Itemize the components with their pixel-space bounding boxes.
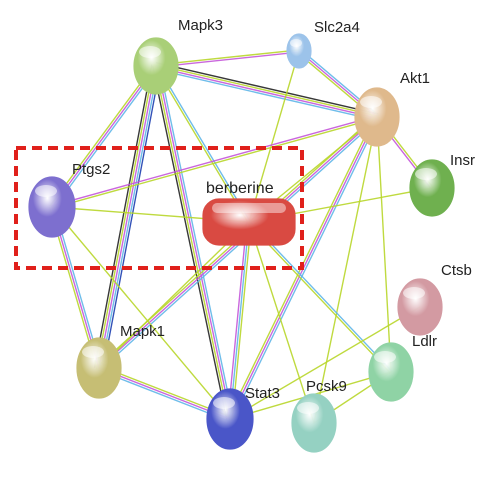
edge-line — [231, 221, 252, 420]
edge-mapk3-berberine — [154, 64, 251, 224]
highlight-box — [14, 146, 304, 270]
edge-mapk3-ptgs2 — [49, 63, 159, 210]
node-insr-sphere — [409, 159, 455, 217]
node-ptgs2-shine — [35, 185, 57, 197]
node-berberine-label: berberine — [206, 180, 274, 197]
node-akt1-shine — [360, 96, 382, 108]
edge-line — [102, 66, 162, 370]
edge-line — [96, 64, 155, 369]
node-mapk1[interactable]: Mapk1 — [76, 323, 165, 399]
edge-akt1-pcsk9 — [313, 116, 378, 424]
node-stat3-shine — [213, 397, 235, 409]
edge-line — [155, 51, 300, 68]
edge-line — [248, 50, 300, 223]
edge-line — [49, 63, 155, 207]
node-slc2a4-label: Slc2a4 — [314, 19, 360, 36]
edge-berberine-mapk1 — [98, 221, 250, 369]
node-ctsb[interactable]: Ctsb — [397, 262, 472, 336]
edge-line — [155, 64, 378, 117]
node-pcsk9[interactable]: Pcsk9 — [291, 378, 347, 453]
edge-line — [155, 62, 379, 115]
edge-mapk3-mapk1 — [93, 64, 162, 370]
node-akt1-sphere — [354, 87, 400, 147]
edge-line — [152, 65, 228, 421]
edge-line — [51, 115, 378, 207]
node-ldlr-label: Ldlr — [412, 333, 437, 350]
node-pcsk9-label: Pcsk9 — [306, 378, 347, 395]
edge-line — [51, 117, 378, 209]
edge-berberine-stat3 — [227, 221, 252, 420]
node-insr-shine — [415, 168, 437, 180]
node-mapk3[interactable]: Mapk3 — [133, 17, 223, 95]
edge-line — [154, 65, 230, 420]
edge-line — [154, 68, 377, 121]
edge-line — [155, 66, 378, 119]
edge-line — [229, 306, 421, 420]
node-mapk3-label: Mapk3 — [178, 17, 223, 34]
node-pcsk9-sphere — [291, 393, 337, 453]
node-insr-label: Insr — [450, 152, 475, 169]
edge-line — [98, 65, 157, 369]
node-mapk3-shine — [139, 46, 161, 58]
edge-mapk3-akt1 — [154, 62, 379, 121]
edge-line — [93, 64, 153, 368]
node-insr[interactable]: Insr — [409, 152, 475, 217]
node-ptgs2[interactable]: Ptgs2 — [28, 161, 110, 238]
node-slc2a4-sphere — [286, 33, 312, 69]
edge-mapk3-slc2a4 — [155, 49, 300, 68]
edge-line — [376, 116, 392, 373]
node-ptgs2-label: Ptgs2 — [72, 161, 110, 178]
node-akt1-label: Akt1 — [400, 70, 430, 87]
edge-line — [229, 221, 250, 420]
node-mapk1-shine — [82, 346, 104, 358]
node-ldlr[interactable]: Ldlr — [368, 333, 437, 402]
nodes-layer: Mapk3 Slc2a4 Akt1 Insr Ptgs2 Ctsb — [28, 17, 475, 453]
edge-mapk3-stat3 — [152, 64, 234, 421]
edge-line — [98, 221, 250, 369]
edge-line — [313, 116, 378, 424]
node-berberine-box — [202, 198, 296, 246]
edge-line — [100, 65, 159, 370]
node-ctsb-sphere — [397, 278, 443, 336]
edge-akt1-ldlr — [376, 116, 392, 373]
node-berberine[interactable]: berberine — [202, 180, 296, 246]
edge-line — [248, 221, 315, 424]
edge-line — [51, 206, 231, 420]
edge-line — [154, 65, 249, 224]
edge-line — [247, 222, 391, 374]
node-pcsk9-shine — [297, 402, 319, 414]
edge-stat3-ctsb — [229, 306, 421, 420]
node-ctsb-shine — [403, 287, 425, 299]
edge-line — [155, 49, 300, 66]
edge-akt1-ptgs2 — [51, 115, 378, 209]
node-mapk1-label: Mapk1 — [120, 323, 165, 340]
edge-line — [227, 221, 248, 420]
edge-berberine-ldlr — [247, 220, 393, 374]
edge-line — [53, 66, 159, 210]
edge-line — [231, 117, 380, 421]
node-stat3[interactable]: Stat3 — [206, 385, 280, 450]
edge-line — [249, 220, 393, 372]
node-mapk3-sphere — [133, 37, 179, 95]
node-stat3-label: Stat3 — [245, 385, 280, 402]
edge-ptgs2-stat3 — [51, 206, 231, 420]
edge-line — [51, 65, 157, 208]
node-ldlr-shine — [374, 351, 396, 363]
node-slc2a4-shine — [290, 39, 302, 47]
node-ldlr-sphere — [368, 342, 414, 402]
node-ctsb-label: Ctsb — [441, 262, 472, 279]
node-berberine-shine — [212, 203, 286, 213]
edge-line — [156, 64, 251, 223]
node-akt1[interactable]: Akt1 — [354, 70, 430, 147]
edge-slc2a4-berberine — [248, 50, 300, 223]
edge-berberine-pcsk9 — [248, 221, 315, 424]
edge-line — [156, 65, 232, 420]
edge-line — [158, 64, 234, 419]
node-slc2a4[interactable]: Slc2a4 — [286, 19, 360, 69]
